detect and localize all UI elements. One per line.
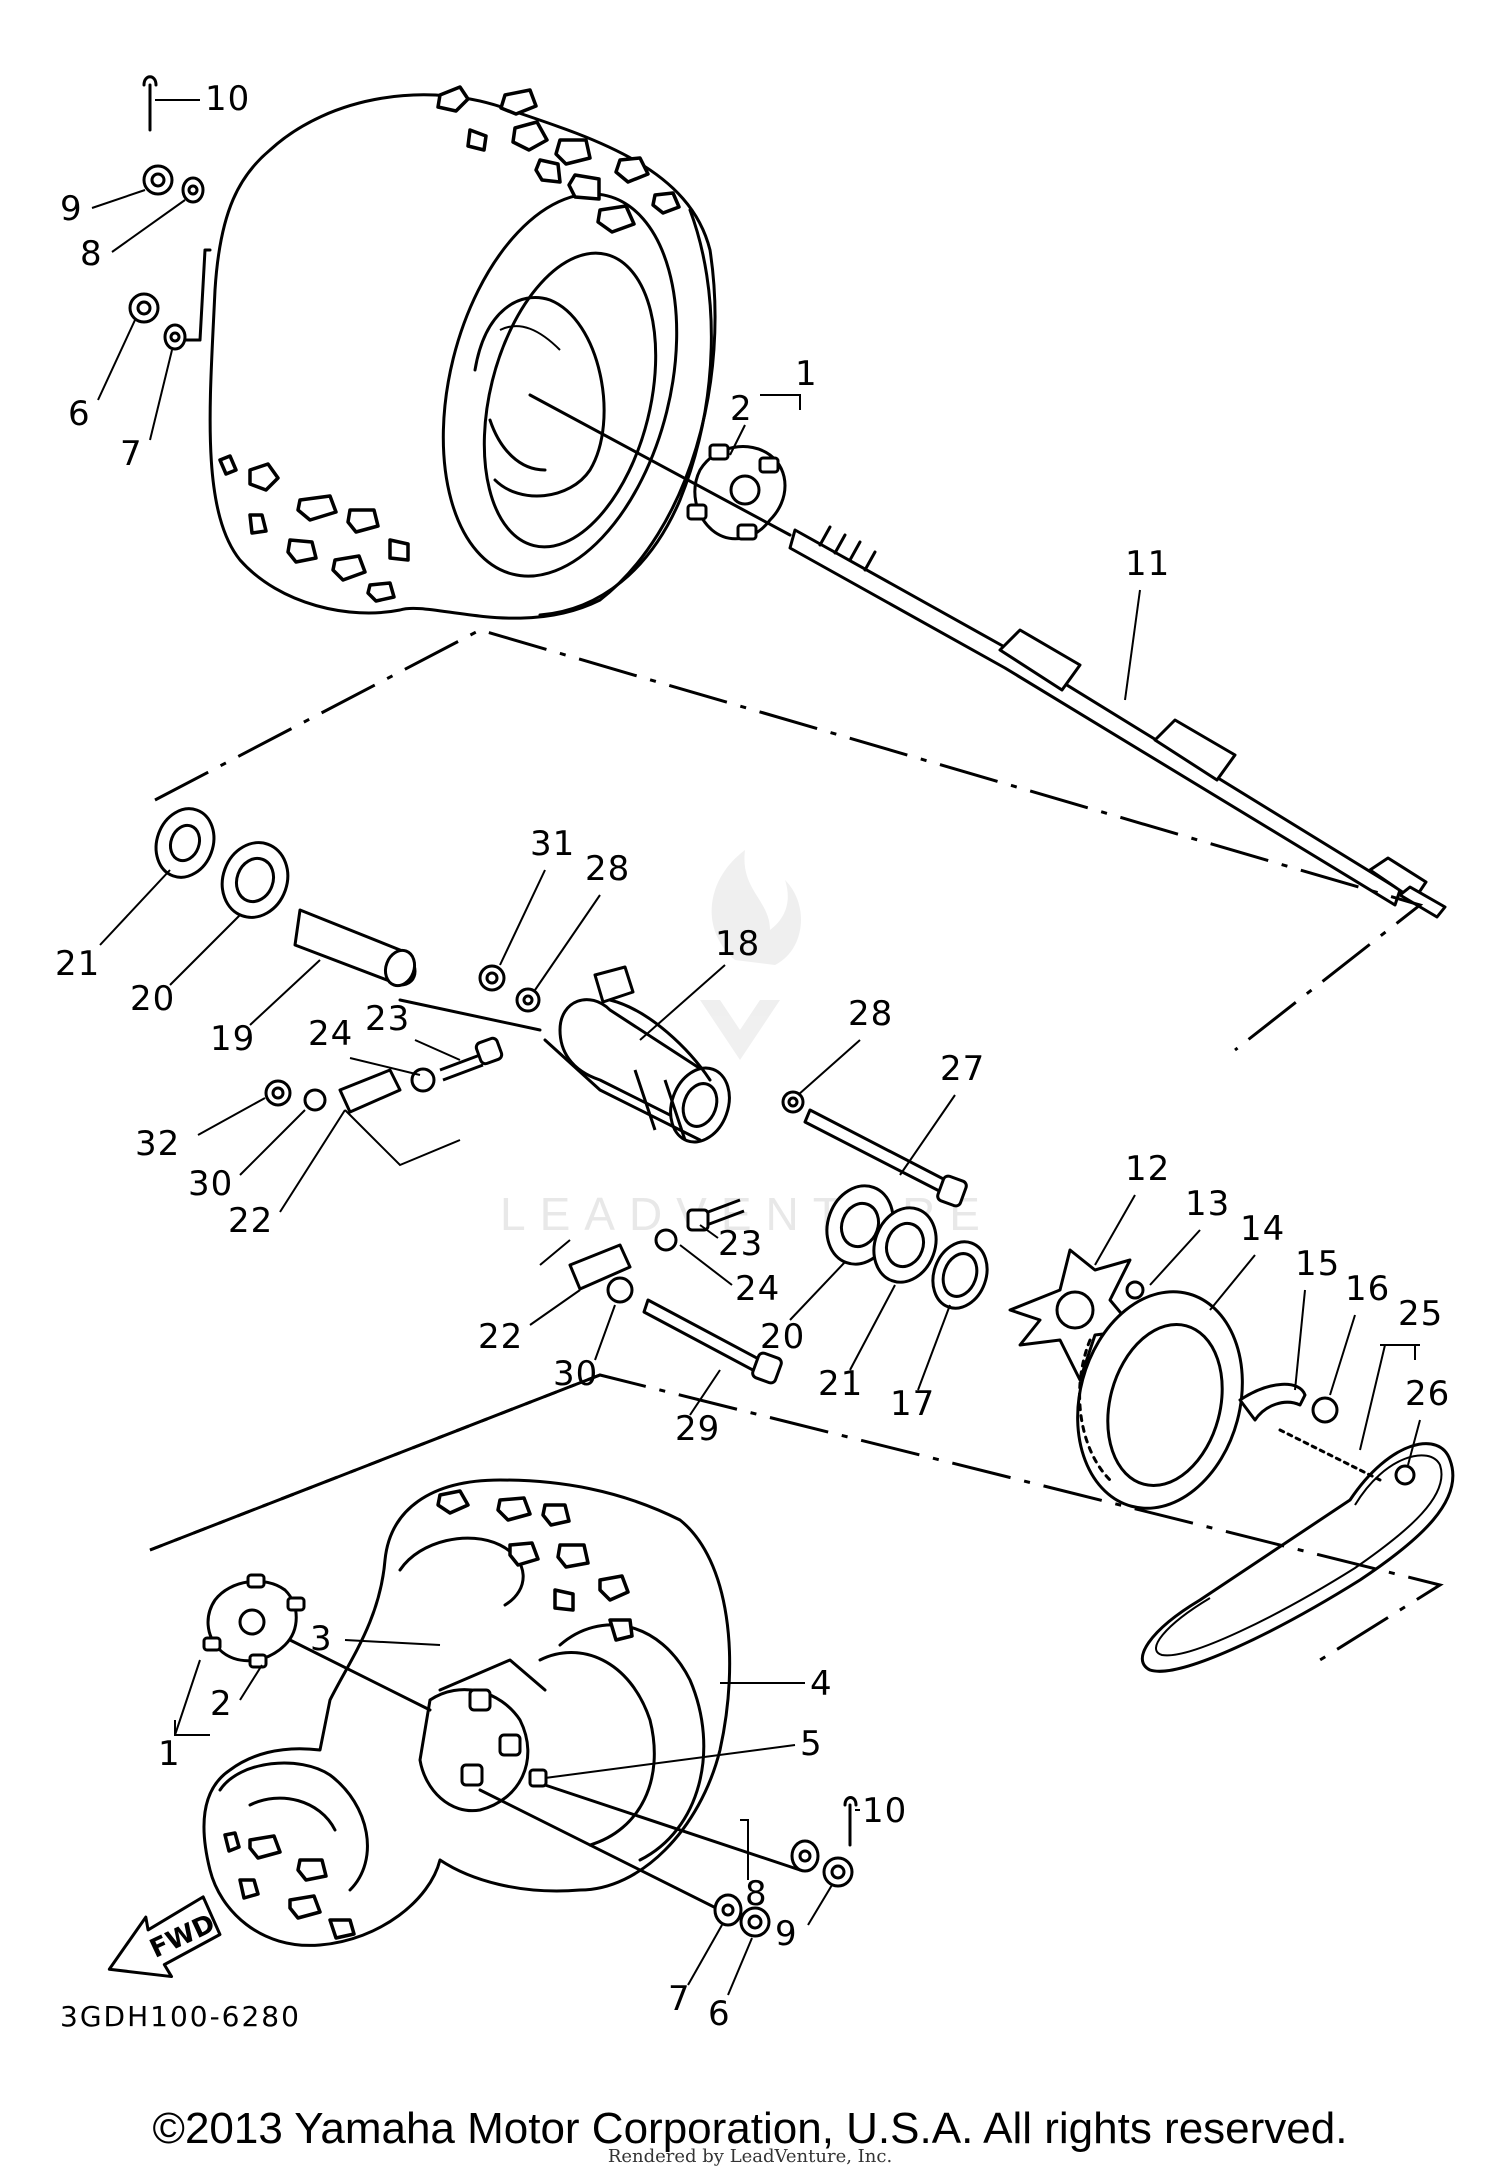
callout-24-right: 24 <box>735 1269 780 1309</box>
callout-22-right: 22 <box>478 1317 523 1357</box>
upper-wheel-hardware <box>128 75 212 351</box>
callout-3: 3 <box>310 1619 333 1659</box>
callout-8-upper: 8 <box>80 234 103 274</box>
callout-8-lower: 8 <box>745 1874 768 1914</box>
callout-26: 26 <box>1405 1374 1450 1414</box>
callout-30-right: 30 <box>553 1354 598 1394</box>
callout-30-left: 30 <box>188 1164 233 1204</box>
callout-32: 32 <box>135 1124 180 1164</box>
left-rear-wheel <box>208 85 717 620</box>
rendered-by-notice: Rendered by LeadVenture, Inc. <box>607 2146 893 2167</box>
small-hardware <box>264 964 968 1385</box>
lower-wheel-hardware <box>478 1768 858 1938</box>
right-rear-wheel <box>202 1478 732 1947</box>
callout-25: 25 <box>1398 1294 1443 1334</box>
callout-6-lower: 6 <box>708 1994 731 2034</box>
callout-21-left: 21 <box>55 944 100 984</box>
callout-22-left: 22 <box>228 1201 273 1241</box>
callout-21-right: 21 <box>818 1364 863 1404</box>
rear-axle <box>528 393 1447 919</box>
wheel-hub-lower <box>202 1573 432 1712</box>
assembly-lines <box>149 628 1444 1662</box>
callout-15: 15 <box>1295 1244 1340 1284</box>
callout-5: 5 <box>800 1724 823 1764</box>
forward-arrow: FWD <box>107 1895 222 1979</box>
chain-puller <box>1238 1382 1339 1424</box>
bearing-set-left <box>154 807 417 988</box>
callout-9-upper: 9 <box>60 189 83 229</box>
callout-7-upper: 7 <box>120 434 143 474</box>
callout-23-right: 23 <box>718 1224 763 1264</box>
callout-6-upper: 6 <box>68 394 91 434</box>
callout-1-lower: 1 <box>158 1734 181 1774</box>
callout-18: 18 <box>715 924 760 964</box>
callout-12: 12 <box>1125 1149 1170 1189</box>
callout-10-upper: 10 <box>205 79 250 119</box>
callout-23-left: 23 <box>365 999 410 1039</box>
callout-20-right: 20 <box>760 1317 805 1357</box>
callout-2-lower: 2 <box>210 1684 233 1724</box>
callout-31: 31 <box>530 824 575 864</box>
diagram-code: 3GDH100-6280 <box>60 2000 301 2033</box>
callout-11: 11 <box>1125 544 1170 584</box>
callout-numbers: 10 9 8 6 7 2 1 11 21 20 19 31 28 18 23 2… <box>55 79 1450 2034</box>
callout-13: 13 <box>1185 1184 1230 1224</box>
callout-14: 14 <box>1240 1209 1285 1249</box>
callout-24-left: 24 <box>308 1014 353 1054</box>
sprocket <box>1076 1280 1244 1510</box>
callout-29: 29 <box>675 1409 720 1449</box>
callout-2-upper: 2 <box>730 389 753 429</box>
tread-blocks-lower <box>223 1489 634 1940</box>
callout-17: 17 <box>890 1384 935 1424</box>
tread-blocks-upper <box>218 85 681 603</box>
copyright-notice: ©2013 Yamaha Motor Corporation, U.S.A. A… <box>152 2104 1348 2153</box>
callout-1-upper: 1 <box>795 354 818 394</box>
callout-4: 4 <box>810 1664 833 1704</box>
callout-9-lower: 9 <box>775 1914 798 1954</box>
callout-7-lower: 7 <box>668 1979 691 2019</box>
callout-16: 16 <box>1345 1269 1390 1309</box>
callout-19: 19 <box>210 1019 255 1059</box>
callout-20-left: 20 <box>130 979 175 1019</box>
bearing-set-right <box>825 1184 989 1310</box>
wheel-hub-upper <box>686 443 787 541</box>
callout-10-lower: 10 <box>862 1791 907 1831</box>
callout-28-right: 28 <box>848 994 893 1034</box>
axle-housing <box>543 965 731 1144</box>
callout-28-upper: 28 <box>585 849 630 889</box>
callout-27: 27 <box>940 1049 985 1089</box>
drive-chain <box>1140 1428 1455 1673</box>
